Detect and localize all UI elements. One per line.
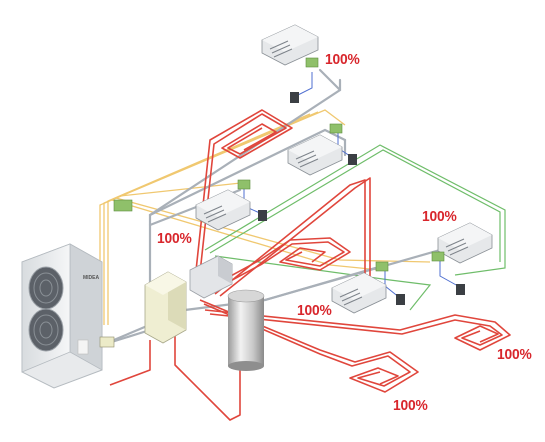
floor-loop-bottom <box>199 299 419 393</box>
signal-wires-yellow <box>99 109 431 325</box>
floor-loop-middle <box>204 177 371 297</box>
controller-box-left <box>113 199 133 212</box>
load-label-floor-bottom: 100% <box>393 397 428 414</box>
floor-loop-right <box>204 309 511 351</box>
junction-box <box>99 336 115 348</box>
hydro-module <box>144 271 187 344</box>
indoor-unit-right <box>431 222 493 295</box>
load-label-top: 100% <box>325 51 360 68</box>
fan-grille-top <box>28 266 64 310</box>
indoor-unit-left <box>195 179 267 231</box>
indoor-unit-upper-mid <box>287 123 357 176</box>
heating-pipes <box>109 109 511 421</box>
fan-grille-bottom <box>28 308 64 352</box>
load-label-left: 100% <box>157 230 192 247</box>
indoor-unit-center <box>331 261 405 314</box>
outdoor-unit <box>21 243 103 389</box>
load-label-mid: 100% <box>297 302 332 319</box>
load-label-floor-right: 100% <box>497 346 532 363</box>
outdoor-unit-brand: MIDEA <box>83 275 100 281</box>
signal-wires-green <box>204 144 506 311</box>
floor-loop-top <box>194 109 293 283</box>
indoor-unit-top <box>261 24 319 103</box>
hot-water-tank <box>227 289 265 371</box>
load-label-right: 100% <box>422 208 457 225</box>
distribution-manifold <box>189 255 233 299</box>
